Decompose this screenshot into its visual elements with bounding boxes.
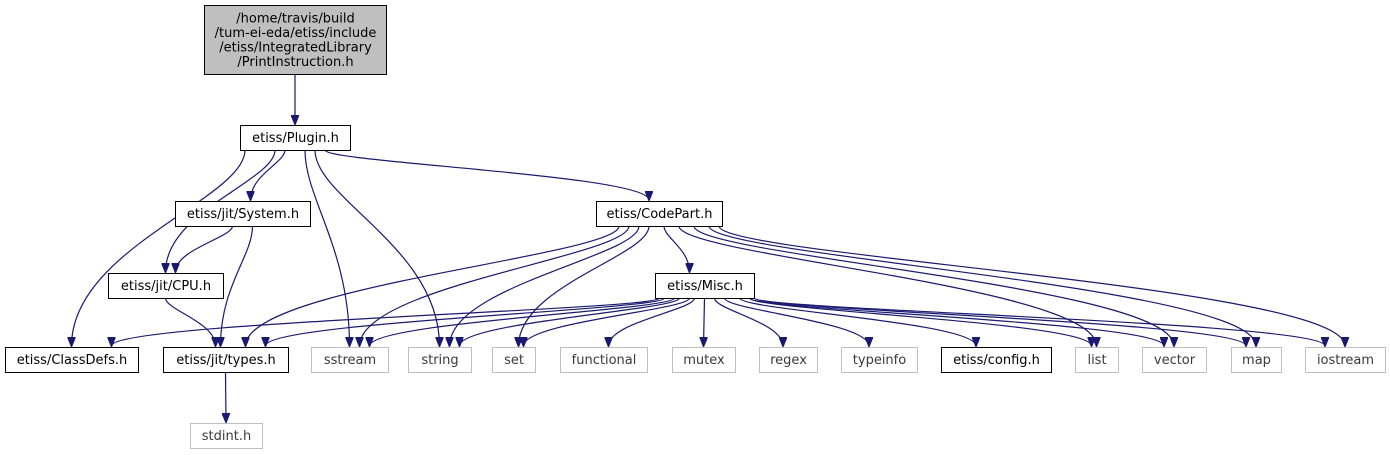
node-label-vector: vector [1154,353,1196,368]
node-functional: functional [560,347,648,373]
node-stdint: stdint.h [190,423,263,449]
node-box-plugin [240,125,351,151]
node-box-cpu [108,273,224,299]
node-box-stdint [190,423,263,449]
node-label-root: /tum-ei-eda/etiss/include [215,26,377,41]
node-label-config: etiss/config.h [953,353,1040,368]
node-label-iostream: iostream [1317,353,1374,368]
node-label-root: /etiss/IntegratedLibrary [219,40,372,55]
edge-misc-classdefs [112,297,661,346]
node-mutex: mutex [672,347,736,373]
edge-types-stdint [226,371,227,422]
edge-codepart-vector [693,225,1174,346]
edge-plugin-classdefs [72,149,246,346]
node-box-functional [560,347,648,373]
edge-misc-functional [609,297,696,346]
node-box-config [941,347,1052,373]
node-label-plugin: etiss/Plugin.h [252,131,339,146]
node-label-classdefs: etiss/ClassDefs.h [17,353,128,368]
edge-codepart-string [450,225,640,346]
node-label-misc: etiss/Misc.h [667,279,743,294]
node-box-vector [1142,347,1207,373]
node-box-list [1075,347,1119,373]
node-box-map [1231,347,1282,373]
node-label-list: list [1087,353,1106,368]
node-label-map: map [1242,353,1271,368]
edge-misc-vector [748,297,1165,346]
edge-misc-sstream [370,297,676,346]
edge-misc-iostream [753,297,1326,346]
node-box-iostream [1305,347,1386,373]
edge-misc-regex [713,297,784,346]
node-box-types [163,347,289,373]
node-box-mutex [672,347,736,373]
edge-plugin-cpu [166,149,276,272]
node-config[interactable]: etiss/config.h [941,347,1052,373]
node-string: string [408,347,472,373]
edge-layer [72,74,1346,422]
edge-plugin-sstream [304,149,350,346]
node-box-set [492,347,536,373]
edge-misc-config [738,297,977,346]
edge-misc-string [460,297,681,346]
node-sstream: sstream [311,347,389,373]
node-vector: vector [1142,347,1207,373]
node-label-root: /PrintInstruction.h [237,55,353,70]
node-types[interactable]: etiss/jit/types.h [163,347,289,373]
edge-cpu-types [164,297,216,346]
node-label-sstream: sstream [324,353,376,368]
node-box-regex [759,347,818,373]
node-box-codepart [596,201,723,227]
edge-codepart-types [246,225,620,346]
node-cpu[interactable]: etiss/jit/CPU.h [108,273,224,299]
edge-codepart-map [708,225,1256,346]
node-label-system: etiss/jit/System.h [187,207,299,222]
node-label-cpu: etiss/jit/CPU.h [121,279,211,294]
node-box-misc [655,273,755,299]
edge-misc-mutex [704,297,705,346]
node-label-typeinfo: typeinfo [853,353,906,368]
node-misc[interactable]: etiss/Misc.h [655,273,755,299]
edge-misc-types [266,297,666,346]
node-system[interactable]: etiss/jit/System.h [175,201,311,227]
edge-system-types [221,225,254,346]
edge-codepart-sstream [360,225,630,346]
node-label-root: /home/travis/build [236,11,354,26]
node-label-functional: functional [572,353,637,368]
node-typeinfo: typeinfo [841,347,918,373]
edge-misc-set [524,297,691,346]
edge-plugin-string [314,149,440,346]
node-box-classdefs [5,347,139,373]
node-box-string [408,347,472,373]
node-label-set: set [504,353,524,368]
node-codepart[interactable]: etiss/CodePart.h [596,201,723,227]
node-root[interactable]: /home/travis/build/tum-ei-eda/etiss/incl… [204,5,387,75]
edge-plugin-codepart [324,149,649,200]
node-box-root [204,5,387,75]
edge-system-cpu [176,225,234,272]
edge-codepart-misc [663,225,690,272]
edge-plugin-system [251,149,286,200]
node-map: map [1231,347,1282,373]
node-box-sstream [311,347,389,373]
node-label-string: string [421,353,458,368]
node-classdefs[interactable]: etiss/ClassDefs.h [5,347,139,373]
edge-misc-typeinfo [723,297,870,346]
node-layer: /home/travis/build/tum-ei-eda/etiss/incl… [5,5,1386,449]
node-label-types: etiss/jit/types.h [176,353,276,368]
node-label-regex: regex [770,353,807,368]
node-iostream: iostream [1305,347,1386,373]
node-label-mutex: mutex [683,353,725,368]
node-box-typeinfo [841,347,918,373]
node-label-codepart: etiss/CodePart.h [607,207,713,222]
node-box-system [175,201,311,227]
node-list: list [1075,347,1119,373]
node-plugin[interactable]: etiss/Plugin.h [240,125,351,151]
node-set: set [492,347,536,373]
edge-codepart-iostream [718,225,1345,346]
node-regex: regex [759,347,818,373]
edge-codepart-set [519,225,650,346]
node-label-stdint: stdint.h [202,429,251,444]
